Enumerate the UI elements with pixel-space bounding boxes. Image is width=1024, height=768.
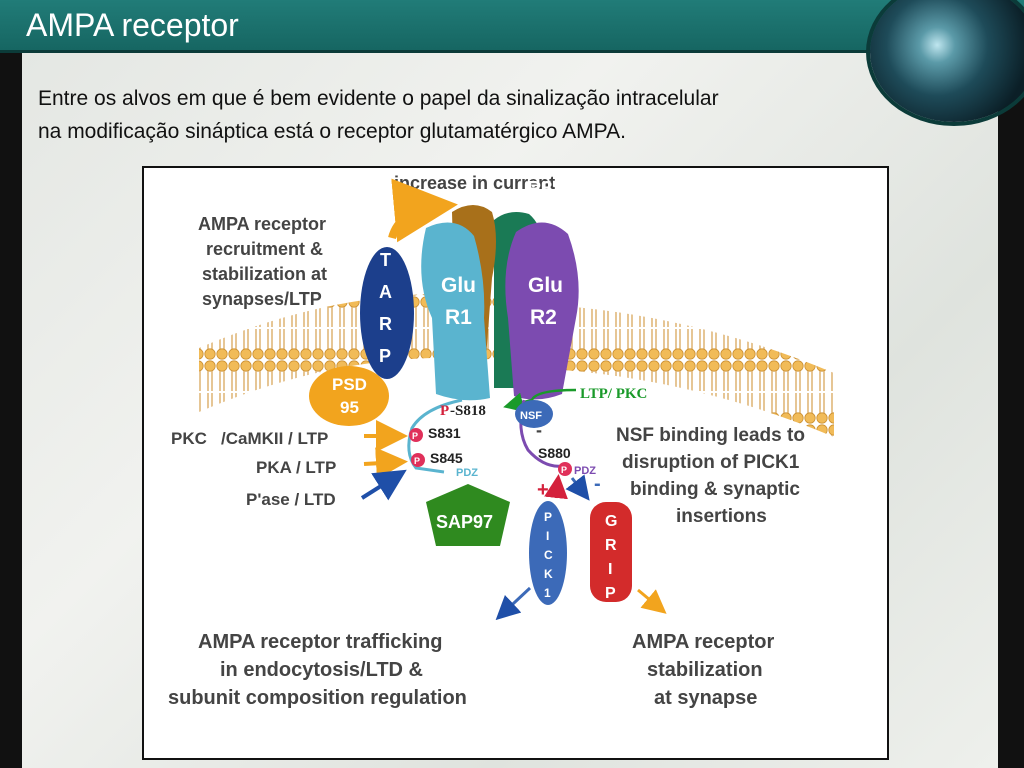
pka-arrow (363, 447, 408, 480)
trafficking-text-1: AMPA receptor trafficking (198, 631, 442, 653)
nsf-text-1: NSF binding leads to (616, 425, 805, 446)
s880-label: S880 (538, 445, 571, 461)
stabilization-text-3: at synapse (654, 687, 757, 709)
slide-left-border (0, 52, 22, 768)
ltp-pkc-arrow (503, 388, 577, 413)
tarp-letter-a: A (379, 282, 392, 302)
grip-protein (590, 502, 632, 602)
intro-line-1: Entre os alvos em que é bem evidente o p… (38, 87, 719, 110)
ltp-pkc-label: LTP/ PKC (580, 386, 647, 402)
neuron-image (870, 0, 1024, 122)
pdz-glur1-label: PDZ (456, 467, 478, 479)
pase-ltd-label: P'ase / LTD (246, 490, 336, 509)
glur2-label-1: Glu (528, 274, 563, 297)
recruit-text-4: synapses/LTP (202, 289, 322, 309)
trafficking-text-3: subunit composition regulation (168, 687, 467, 709)
stabilization-text-2: stabilization (647, 659, 763, 681)
trafficking-text-2: in endocytosis/LTD & (220, 659, 423, 681)
stabilization-text-1: AMPA receptor (632, 631, 774, 653)
nsf-text-2: disruption of PICK1 (622, 452, 800, 473)
intro-line-2: na modificação sináptica está o receptor… (38, 120, 626, 143)
pick1-letter-4: K (544, 567, 553, 581)
nsf-label: NSF (520, 410, 542, 422)
pkc-label: PKC (171, 429, 207, 448)
tarp-letter-r: R (379, 314, 392, 334)
phospho-s831-p: P (412, 431, 418, 441)
intro-text: Entre os alvos em que é bem evidente o p… (38, 82, 908, 148)
tarp-letter-p: P (379, 346, 391, 366)
phospho-s880-p: P (561, 465, 567, 475)
phospho-s845 (411, 453, 425, 467)
grip-minus-sign: - (594, 473, 601, 495)
grip-letter-p: P (605, 585, 616, 602)
slide-right-border (998, 52, 1024, 768)
recruit-text-3: stabilization at (202, 264, 327, 284)
phospho-s831 (409, 428, 423, 442)
camkii-ltp-label: /CaMKII / LTP (221, 429, 328, 448)
pick1-letter-5: 1 (544, 586, 551, 600)
nsf-text-3: binding & synaptic (630, 479, 800, 500)
s831-label: S831 (428, 425, 461, 441)
glur1-label-2: R1 (445, 306, 472, 329)
psd95-label-1: PSD (332, 375, 367, 394)
pick1-protein (529, 501, 567, 605)
pka-ltp-label: PKA / LTP (256, 458, 336, 477)
pick1-letter-1: P (544, 510, 552, 524)
s845-label: S845 (430, 450, 463, 466)
glur3-label: R3 (527, 178, 553, 200)
pick1-plus-sign: + (537, 479, 549, 501)
grip-letter-r: R (605, 537, 617, 554)
current-arrow (388, 178, 458, 243)
nsf-minus-sign: - (536, 420, 542, 440)
lipid-membrane (199, 293, 834, 437)
slide-title: AMPA receptor (26, 7, 239, 43)
tarp-letter-t: T (380, 250, 391, 270)
tarp-protein (360, 247, 414, 379)
psd95-protein (309, 366, 389, 426)
pdz-glur2-label: PDZ (574, 465, 596, 477)
grip-letter-g: G (605, 513, 617, 530)
sap97-protein (426, 484, 510, 546)
glur1-subunit (421, 222, 490, 401)
pase-arrow (360, 469, 407, 501)
phospho-s880 (558, 462, 572, 476)
pick1-binding-arrow (544, 474, 568, 500)
grip-outcome-arrow (637, 588, 667, 614)
recruit-text-1: AMPA receptor (198, 214, 326, 234)
sap97-label: SAP97 (436, 512, 493, 532)
title-bar: AMPA receptor (0, 0, 1024, 53)
ampa-receptor-diagram: increase in current AMPA receptor recrui… (168, 173, 834, 709)
ampa-receptor-figure: increase in current AMPA receptor recrui… (142, 166, 889, 760)
psd95-label-2: 95 (340, 398, 359, 417)
nsf-protein (515, 400, 553, 428)
pick1-outcome-arrow (495, 586, 532, 621)
phospho-s845-p: P (414, 456, 420, 466)
recruit-text-2: recruitment & (206, 239, 323, 259)
s818-label: -S818 (450, 403, 486, 419)
glur2-subunit (505, 222, 579, 400)
glur1-label-1: Glu (441, 274, 476, 297)
grip-binding-arrow (565, 474, 590, 501)
glur2-label-2: R2 (530, 306, 557, 329)
s818-phospho: P (440, 403, 449, 419)
pick1-letter-3: C (544, 548, 553, 562)
pick1-letter-2: I (546, 529, 549, 543)
nsf-text-4: insertions (676, 506, 767, 527)
grip-letter-i: I (608, 561, 612, 578)
